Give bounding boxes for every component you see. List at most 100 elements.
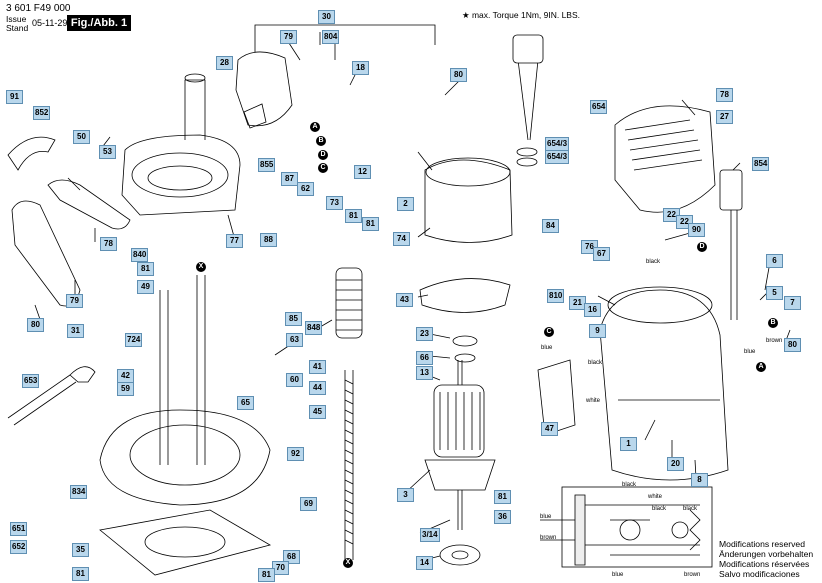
part-label: 848 [305, 321, 323, 335]
part-label: 88 [260, 233, 277, 247]
part-label: 12 [354, 165, 371, 179]
connector-c: C [544, 327, 554, 337]
part-label: 84 [542, 219, 559, 233]
part-number: 3 601 F49 000 [6, 3, 71, 14]
part-label: 834 [70, 485, 88, 499]
part-label: 653 [22, 374, 40, 388]
part-label: 13 [416, 366, 433, 380]
wire-label: white [648, 494, 663, 500]
part-label: 67 [593, 247, 610, 261]
issue-date: 05-11-29 [32, 18, 68, 28]
part-label: 81 [362, 217, 379, 231]
connector-c: C [318, 163, 328, 173]
part-label: 77 [226, 234, 243, 248]
part-label: 87 [281, 172, 298, 186]
part-label: 810 [547, 289, 565, 303]
part-label: 81 [137, 262, 154, 276]
part-label: 80 [784, 338, 801, 352]
wire-label: black [588, 360, 603, 366]
figure-title: Fig./Abb. 1 [67, 15, 131, 31]
wire-label: black [646, 259, 661, 265]
part-label: 20 [667, 457, 684, 471]
note-line: Modifications reserved [719, 539, 805, 549]
part-label: 28 [216, 56, 233, 70]
part-label: 31 [67, 324, 84, 338]
part-label: 840 [131, 248, 149, 262]
connector-x: X [343, 558, 353, 568]
part-label: 36 [494, 510, 511, 524]
part-label: 81 [494, 490, 511, 504]
issue-stand-label: Issue Stand [6, 14, 29, 33]
part-label: 62 [297, 182, 314, 196]
part-label: 27 [716, 110, 733, 124]
part-label: 651 [10, 522, 28, 536]
part-label: 804 [322, 30, 340, 44]
part-label: 16 [584, 303, 601, 317]
connector-x: X [196, 262, 206, 272]
part-label: 79 [66, 294, 83, 308]
wire-label: brown [540, 535, 557, 541]
part-label: 44 [309, 381, 326, 395]
part-label: 59 [117, 382, 134, 396]
part-label: 49 [137, 280, 154, 294]
wire-label: black [622, 482, 637, 488]
part-label: 22 [663, 208, 680, 222]
part-label: 73 [326, 196, 343, 210]
wire-label: black [683, 506, 698, 512]
part-label: 43 [396, 293, 413, 307]
part-label: 78 [100, 237, 117, 251]
part-label: 654/3 [545, 150, 570, 164]
part-label: 50 [73, 130, 90, 144]
wire-label: blue [541, 345, 553, 351]
part-label: 5 [766, 286, 783, 300]
torque-note: ★ max. Torque 1Nm, 9IN. LBS. [462, 10, 581, 20]
part-label: 79 [280, 30, 297, 44]
part-label: 42 [117, 369, 134, 383]
part-label: 66 [416, 351, 433, 365]
part-label: 81 [258, 568, 275, 582]
part-label: 90 [688, 223, 705, 237]
part-label: 855 [258, 158, 276, 172]
wire-label: brown [684, 572, 701, 578]
part-label: 47 [541, 422, 558, 436]
connector-b: B [768, 318, 778, 328]
part-label: 18 [352, 61, 369, 75]
part-label: 724 [125, 333, 143, 347]
modification-notes: Modifications reserved Änderungen vorbeh… [719, 539, 813, 579]
note-line: Änderungen vorbehalten [719, 549, 814, 559]
part-label: 35 [72, 543, 89, 557]
part-label: 60 [286, 373, 303, 387]
part-label: 8 [691, 473, 708, 487]
connector-d: D [318, 150, 328, 160]
part-label: 14 [416, 556, 433, 570]
part-label: 654/3 [545, 137, 570, 151]
wire-label: white [586, 398, 601, 404]
part-label: 7 [784, 296, 801, 310]
connector-a: A [310, 122, 320, 132]
part-label: 68 [283, 550, 300, 564]
part-label: 3/14 [420, 528, 440, 542]
part-label: 652 [10, 540, 28, 554]
part-label: 3 [397, 488, 414, 502]
connector-b: B [316, 136, 326, 146]
wire-label: blue [612, 572, 624, 578]
part-label: 654 [590, 100, 608, 114]
part-label: 78 [716, 88, 733, 102]
part-label: 81 [345, 209, 362, 223]
part-label: 41 [309, 360, 326, 374]
wire-label: blue [540, 514, 552, 520]
wire-label: black [652, 506, 667, 512]
part-label: 852 [33, 106, 51, 120]
part-label: 74 [393, 232, 410, 246]
part-label: 1 [620, 437, 637, 451]
part-label: 45 [309, 405, 326, 419]
part-label: 65 [237, 396, 254, 410]
note-line: Salvo modificaciones [719, 569, 800, 579]
note-line: Modifications réservées [719, 559, 810, 569]
connector-a: A [756, 362, 766, 372]
part-label: 2 [397, 197, 414, 211]
part-label: 53 [99, 145, 116, 159]
part-label: 69 [300, 497, 317, 511]
